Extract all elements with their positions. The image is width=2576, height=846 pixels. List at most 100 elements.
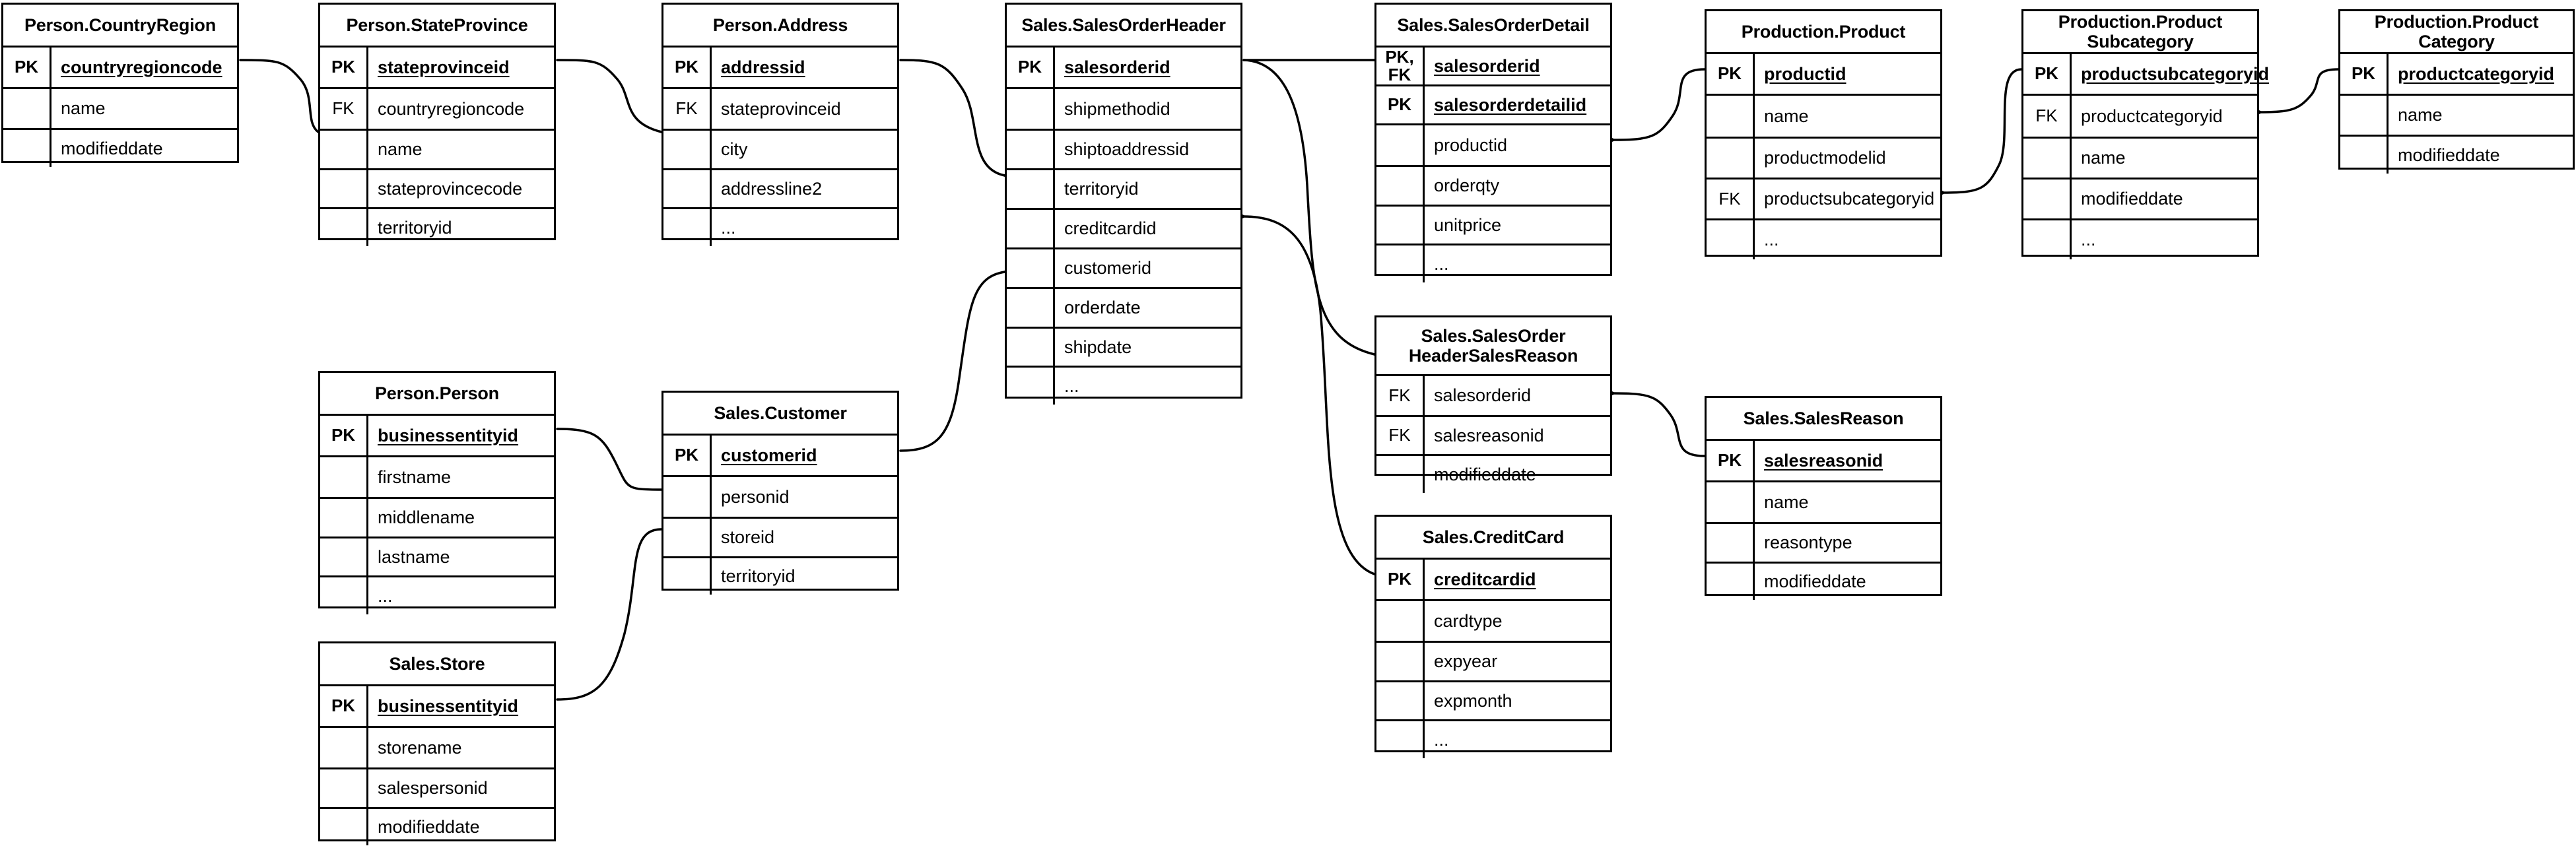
attribute-row[interactable]: territoryid: [320, 207, 554, 246]
attribute-row[interactable]: lastname: [320, 537, 554, 575]
attribute-row[interactable]: creditcardid: [1007, 208, 1240, 247]
attribute-row[interactable]: personid: [663, 477, 897, 517]
attribute-row[interactable]: firstname: [320, 457, 554, 497]
attribute-row[interactable]: name: [1707, 96, 1940, 137]
attribute-row[interactable]: modifieddate: [2023, 178, 2257, 218]
relationship-line: [899, 59, 1006, 177]
attribute-row[interactable]: modifieddate: [320, 807, 554, 845]
key-badge: [320, 538, 366, 575]
attribute-name: name: [1753, 482, 1940, 522]
attribute-row[interactable]: name: [1707, 482, 1940, 522]
attribute-row[interactable]: orderqty: [1376, 165, 1610, 205]
attribute-row[interactable]: orderdate: [1007, 287, 1240, 327]
attribute-row[interactable]: addressline2: [663, 168, 897, 207]
attribute-row[interactable]: city: [663, 129, 897, 168]
attribute-row[interactable]: productid: [1376, 125, 1610, 165]
attribute-row[interactable]: salespersonid: [320, 767, 554, 807]
attribute-row[interactable]: modifieddate: [1376, 454, 1610, 493]
attribute-name: salesorderid: [1053, 48, 1240, 87]
attribute-row[interactable]: reasontype: [1707, 522, 1940, 562]
attribute-name: expmonth: [1423, 682, 1610, 719]
attribute-row[interactable]: middlename: [320, 497, 554, 537]
entity-title-state_province: Person.StateProvince: [346, 15, 528, 35]
attribute-name: cardtype: [1423, 601, 1610, 641]
attribute-row[interactable]: ...: [1376, 244, 1610, 282]
attribute-row[interactable]: unitprice: [1376, 205, 1610, 244]
attribute-row[interactable]: territoryid: [1007, 168, 1240, 208]
entity-title-store: Sales.Store: [389, 653, 485, 674]
key-badge: [663, 170, 710, 207]
attribute-row[interactable]: storename: [320, 728, 554, 767]
key-badge: [320, 499, 366, 537]
key-badge: PK: [1017, 57, 1042, 77]
attribute-row[interactable]: shiptoaddressid: [1007, 129, 1240, 168]
attribute-row[interactable]: ...: [1007, 366, 1240, 405]
key-badge: [2023, 220, 2070, 259]
attribute-row[interactable]: name: [3, 89, 237, 128]
attribute-name: salesorderid: [1423, 48, 1610, 84]
attribute-row[interactable]: customerid: [1007, 247, 1240, 287]
relationship-line: [1612, 68, 1706, 141]
attribute-row[interactable]: ...: [1376, 719, 1610, 758]
attribute-row[interactable]: modifieddate: [1707, 562, 1940, 600]
attribute-row[interactable]: name: [2340, 96, 2573, 135]
attribute-row[interactable]: modifieddate: [3, 128, 237, 167]
attribute-row[interactable]: shipdate: [1007, 327, 1240, 366]
attribute-row[interactable]: expyear: [1376, 641, 1610, 680]
attribute-row[interactable]: name: [320, 129, 554, 168]
attribute-row[interactable]: expmonth: [1376, 680, 1610, 719]
attribute-row[interactable]: PK salesorderid: [1007, 48, 1240, 87]
attribute-row[interactable]: stateprovincecode: [320, 168, 554, 207]
key-badge: [1007, 89, 1053, 129]
key-badge: PK: [1717, 450, 1742, 471]
attribute-name: ...: [2070, 220, 2257, 259]
attribute-row[interactable]: ...: [320, 575, 554, 614]
attribute-name: name: [2387, 96, 2573, 135]
attribute-row[interactable]: ...: [1707, 218, 1940, 259]
attribute-row[interactable]: territoryid: [663, 556, 897, 595]
attribute-row[interactable]: modifieddate: [2340, 135, 2573, 174]
attribute-row[interactable]: storeid: [663, 517, 897, 556]
attribute-row[interactable]: ...: [2023, 218, 2257, 259]
attribute-row[interactable]: shipmethodid: [1007, 89, 1240, 129]
attribute-row[interactable]: productmodelid: [1707, 137, 1940, 178]
edge-salesorderheader-sohsalesreason: [1238, 50, 1395, 366]
attribute-row[interactable]: ...: [663, 207, 897, 246]
attribute-row[interactable]: cardtype: [1376, 601, 1610, 641]
attribute-row[interactable]: name: [2023, 137, 2257, 178]
